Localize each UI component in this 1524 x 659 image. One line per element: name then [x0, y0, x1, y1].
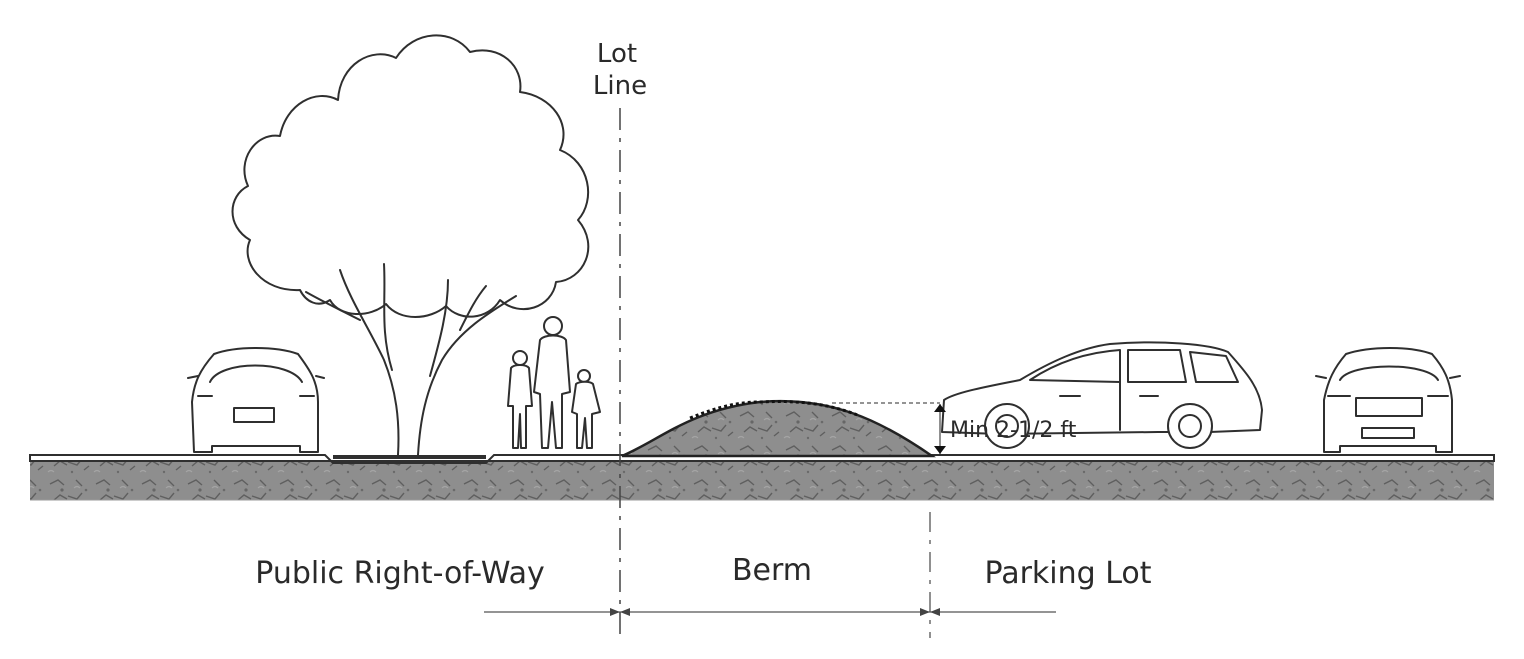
berm-mound [621, 399, 937, 458]
ground [29, 454, 1495, 501]
lot-line: Lot Line [593, 39, 647, 636]
tree-canopy [231, 34, 590, 318]
zone-dimension-line [484, 512, 1056, 638]
child-figure-left [507, 350, 533, 449]
car-front-right [1315, 347, 1461, 453]
planter-strip [333, 455, 486, 459]
min-height-label: Min 2-1/2 ft [950, 418, 1077, 443]
public-right-of-way-label: Public Right-of-Way [255, 556, 544, 591]
child-figure-right [571, 369, 601, 449]
lot-line-label-bottom: Line [593, 71, 647, 101]
berm-label: Berm [732, 553, 812, 588]
min-height-dimension: Min 2-1/2 ft [832, 402, 1077, 454]
soil-body [30, 461, 1494, 500]
parking-lot-label: Parking Lot [984, 556, 1151, 591]
pedestrians [507, 316, 601, 449]
lot-line-label-top: Lot [597, 39, 637, 69]
adult-figure [533, 316, 571, 449]
tree-trunk [305, 263, 517, 456]
tree [231, 34, 590, 456]
ground-surface-line [29, 454, 1495, 464]
car-rear-left [187, 347, 325, 453]
car-side-parked [941, 341, 1263, 449]
